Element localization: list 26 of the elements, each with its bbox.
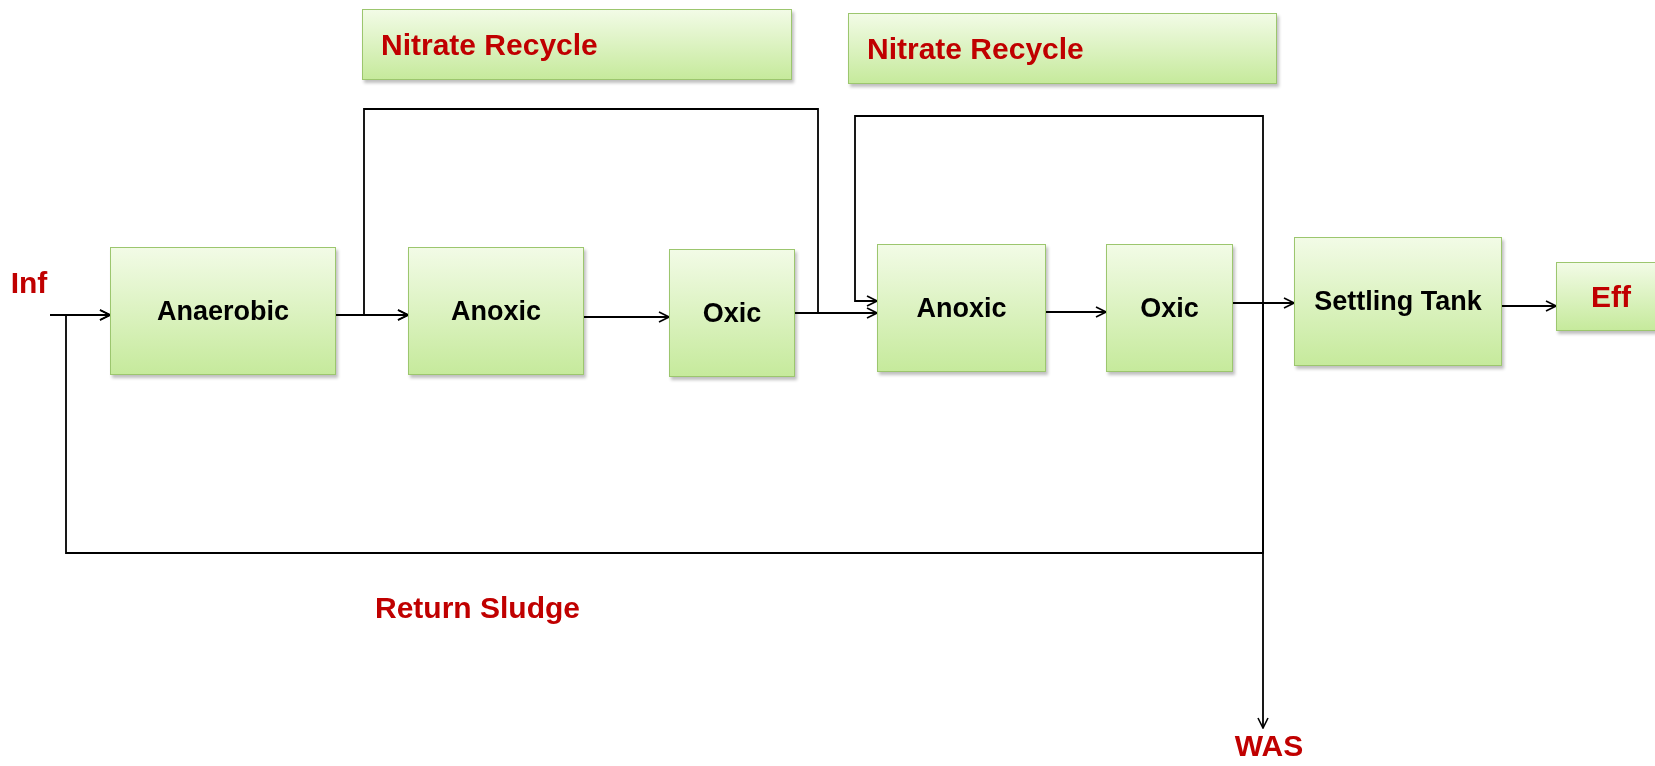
box-label: Oxic [1140, 291, 1199, 325]
box-label: Oxic [702, 296, 762, 330]
recycle-arrow [363, 108, 819, 321]
recycle-arrow [854, 115, 1264, 307]
box-label: Settling Tank [1314, 285, 1482, 318]
process-box [1556, 262, 1655, 331]
process-box [877, 244, 1046, 372]
flow-label: WAS [1234, 728, 1304, 764]
process-box [110, 247, 336, 375]
box-label: Anoxic [451, 294, 541, 328]
process-box [1294, 237, 1502, 366]
flow-arrow [1501, 300, 1557, 312]
flow-arrow [583, 311, 670, 323]
box-label: Anaerobic [156, 294, 289, 328]
process-box [362, 9, 792, 80]
process-box [1106, 244, 1233, 372]
process-box [848, 13, 1277, 84]
process-box [408, 247, 584, 375]
process-box [669, 249, 795, 377]
box-label: Nitrate Recycle [867, 30, 1084, 67]
flow-label: Return Sludge [375, 591, 580, 625]
box-label: Eff [1591, 278, 1631, 315]
box-label: Nitrate Recycle [381, 26, 598, 63]
flow-label: Inf [10, 265, 48, 301]
box-label: Anoxic [916, 291, 1007, 325]
flow-arrow [1045, 306, 1107, 318]
